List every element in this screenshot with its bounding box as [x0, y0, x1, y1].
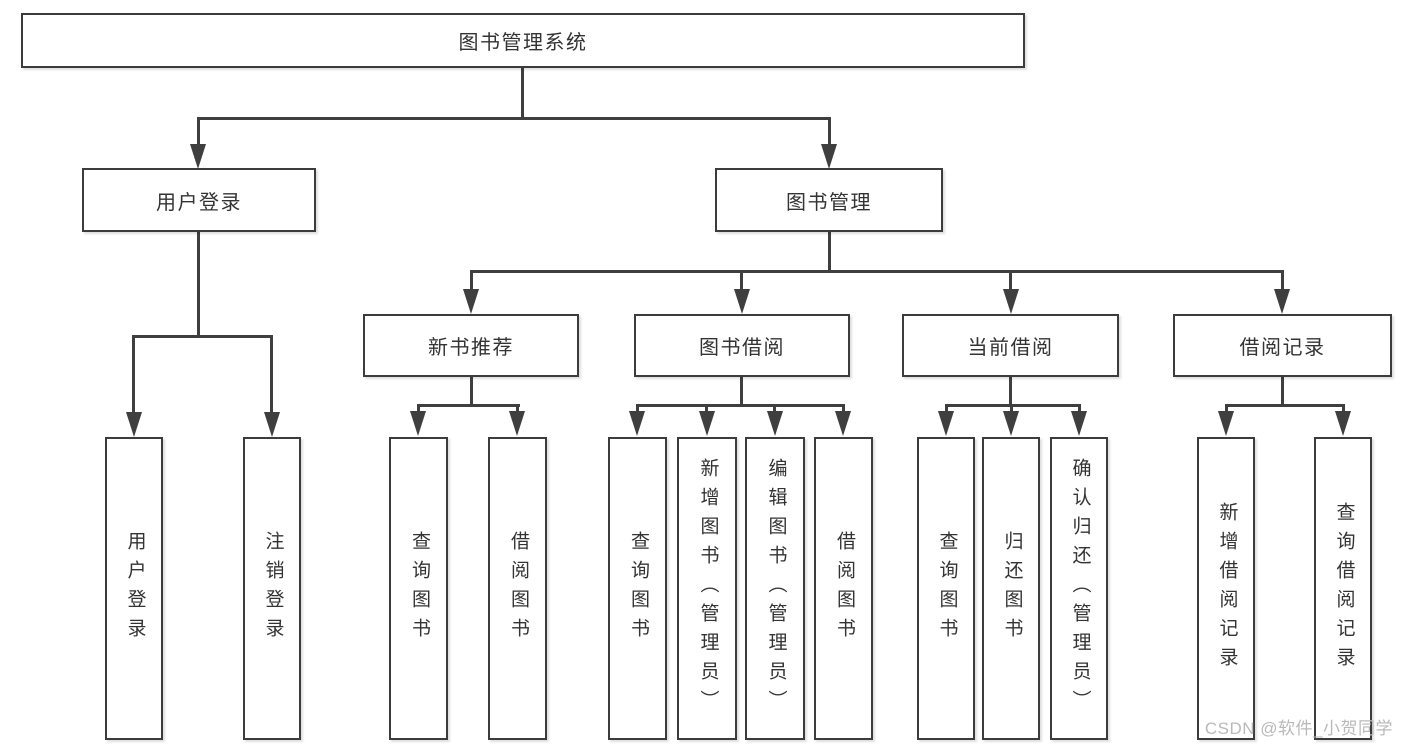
connector-line — [1078, 404, 1081, 416]
connector-line — [1225, 404, 1345, 407]
connector-line — [945, 404, 948, 416]
leaf-edit-book-admin: 编辑图书（管理员） — [745, 437, 805, 740]
leaf-add-book-admin-label: 新增图书（管理员） — [697, 458, 719, 719]
arrowhead-down — [126, 412, 142, 437]
leaf-add-borrow-record-label: 新增借阅记录 — [1216, 501, 1238, 676]
connector-line — [636, 404, 639, 416]
node-book-management-label: 图书管理 — [786, 191, 872, 214]
connector-line — [828, 117, 831, 147]
connector-line — [197, 232, 200, 338]
connector-line — [636, 404, 845, 407]
connector-line — [197, 117, 831, 120]
arrowhead-down — [767, 411, 783, 436]
leaf-query-books-borrow: 查询图书 — [608, 437, 667, 740]
leaf-logout-label: 注销登录 — [262, 530, 284, 647]
leaf-add-book-admin: 新增图书（管理员） — [677, 437, 737, 740]
connector-line — [470, 377, 473, 407]
node-book-borrowing: 图书借阅 — [634, 314, 850, 377]
leaf-add-borrow-record: 新增借阅记录 — [1197, 437, 1255, 740]
connector-line — [470, 270, 473, 293]
connector-line — [1010, 404, 1013, 416]
node-book-management: 图书管理 — [715, 168, 943, 232]
connector-line — [132, 335, 135, 416]
node-current-borrowing-label: 当前借阅 — [967, 337, 1054, 359]
connector-line — [197, 117, 200, 147]
connector-line — [1281, 377, 1284, 407]
connector-line — [842, 404, 845, 416]
connector-line — [740, 377, 743, 407]
leaf-user-login: 用户登录 — [105, 437, 163, 740]
arrowhead-down — [1218, 411, 1234, 436]
leaf-confirm-return-admin: 确认归还（管理员） — [1050, 437, 1108, 740]
leaf-borrow-books-borrow-label: 借阅图书 — [833, 530, 855, 647]
connector-line — [1281, 270, 1284, 293]
connector-line — [1225, 404, 1228, 416]
connector-line — [516, 404, 519, 416]
connector-line — [521, 68, 524, 119]
arrowhead-down — [699, 411, 715, 436]
arrowhead-down — [821, 144, 837, 169]
node-user-login-label: 用户登录 — [156, 191, 242, 214]
leaf-query-books-current: 查询图书 — [917, 437, 975, 740]
connector-line — [705, 404, 708, 416]
connector-line — [1009, 377, 1012, 407]
arrowhead-down — [264, 412, 280, 437]
arrowhead-down — [1335, 411, 1351, 436]
connector-line — [945, 404, 1081, 407]
leaf-logout: 注销登录 — [243, 437, 301, 740]
node-new-book-recommend: 新书推荐 — [363, 314, 579, 377]
arrowhead-down — [629, 411, 645, 436]
leaf-query-borrow-record-label: 查询借阅记录 — [1333, 501, 1355, 676]
connector-line — [270, 335, 273, 416]
arrowhead-down — [410, 411, 426, 436]
arrowhead-down — [1274, 289, 1290, 314]
arrowhead-down — [938, 411, 954, 436]
connector-line — [740, 270, 743, 293]
node-book-borrowing-label: 图书借阅 — [699, 337, 785, 359]
watermark: CSDN @软件_小贺同学 — [1204, 719, 1393, 738]
arrowhead-down — [1071, 411, 1087, 436]
connector-line — [417, 404, 520, 407]
leaf-query-books-current-label: 查询图书 — [936, 530, 958, 647]
connector-line — [1009, 270, 1012, 293]
arrowhead-down — [1003, 411, 1019, 436]
leaf-borrow-books-borrow: 借阅图书 — [814, 437, 873, 740]
node-root-label: 图书管理系统 — [458, 32, 588, 54]
leaf-query-borrow-record: 查询借阅记录 — [1314, 437, 1372, 740]
leaf-return-books: 归还图书 — [982, 437, 1040, 740]
node-current-borrowing: 当前借阅 — [902, 314, 1119, 377]
leaf-query-books-newbooks: 查询图书 — [389, 437, 448, 740]
connector-line — [773, 404, 776, 416]
node-borrow-records: 借阅记录 — [1173, 314, 1392, 377]
connector-line — [470, 270, 1284, 273]
leaf-return-books-label: 归还图书 — [1001, 530, 1023, 647]
arrowhead-down — [734, 289, 750, 314]
connector-line — [417, 404, 420, 416]
arrowhead-down — [463, 289, 479, 314]
node-user-login: 用户登录 — [82, 168, 316, 232]
leaf-query-books-borrow-label: 查询图书 — [627, 530, 649, 647]
node-borrow-records-label: 借阅记录 — [1239, 337, 1326, 359]
leaf-query-books-newbooks-label: 查询图书 — [408, 530, 430, 647]
leaf-borrow-books-newbooks: 借阅图书 — [488, 437, 547, 740]
leaf-confirm-return-admin-label: 确认归还（管理员） — [1069, 458, 1091, 719]
arrowhead-down — [509, 411, 525, 436]
connector-line — [828, 232, 831, 273]
node-new-book-recommend-label: 新书推荐 — [428, 337, 514, 359]
arrowhead-down — [835, 411, 851, 436]
arrowhead-down — [1003, 289, 1019, 314]
leaf-edit-book-admin-label: 编辑图书（管理员） — [765, 458, 787, 719]
leaf-borrow-books-newbooks-label: 借阅图书 — [507, 530, 529, 647]
arrowhead-down — [190, 144, 206, 169]
node-root: 图书管理系统 — [21, 13, 1025, 68]
connector-line — [132, 335, 273, 338]
connector-line — [1342, 404, 1345, 416]
leaf-user-login-label: 用户登录 — [124, 530, 146, 647]
